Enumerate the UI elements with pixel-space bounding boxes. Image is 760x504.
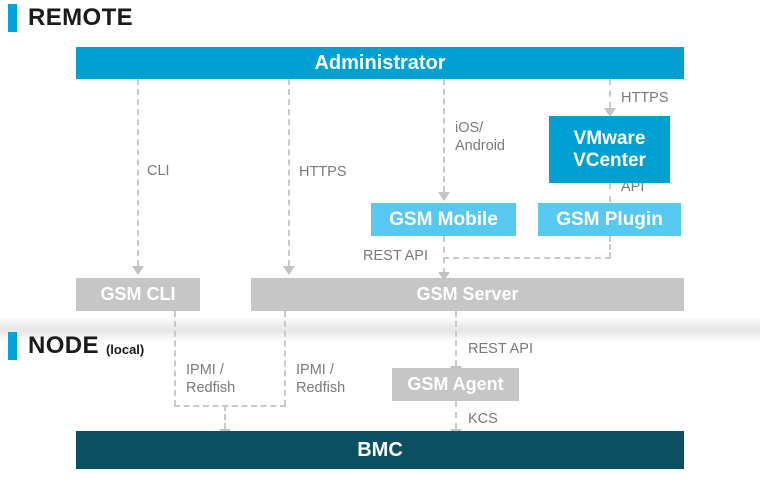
arrowhead-admin-to-gsm-server	[283, 266, 295, 275]
connector-ipmi-junction-horizontal	[174, 405, 286, 407]
arrowhead-admin-to-gsm-cli	[132, 266, 144, 275]
section-header-node: NODE (local)	[8, 332, 144, 360]
node-vmware-vcenter[interactable]: VMware VCenter	[549, 116, 670, 183]
node-gsm-cli[interactable]: GSM CLI	[76, 278, 200, 311]
connector-label-api: API	[621, 179, 645, 195]
section-subtitle-node-local: (local)	[105, 341, 145, 357]
connector-plugin-to-vcenter	[609, 183, 611, 202]
section-accent-bar	[8, 332, 17, 360]
connector-admin-to-vcenter	[609, 79, 611, 108]
connector-label-kcs: KCS	[468, 411, 498, 427]
connector-mobile-to-server	[443, 236, 445, 274]
connector-admin-to-gsm-mobile	[443, 79, 445, 192]
section-accent-bar	[8, 4, 17, 32]
section-title-remote: REMOTE	[28, 4, 134, 31]
section-header-remote: REMOTE	[8, 4, 133, 32]
node-gsm-plugin[interactable]: GSM Plugin	[538, 203, 681, 236]
connector-label-rest-api-server: REST API	[363, 248, 429, 264]
arrowhead-admin-to-vcenter	[604, 108, 616, 117]
connector-agent-to-bmc	[455, 401, 457, 429]
connector-admin-to-gsm-server	[288, 79, 290, 266]
connector-gsm-cli-down	[174, 311, 176, 406]
node-gsm-mobile[interactable]: GSM Mobile	[371, 203, 516, 236]
connector-server-to-agent	[455, 311, 457, 366]
section-title-node: NODE	[28, 332, 99, 359]
connector-label-ipmi-redfish-server: IPMI / Redfish	[296, 362, 346, 396]
arrowhead-rest-api-to-gsm-server	[438, 272, 450, 281]
arrowhead-admin-to-gsm-mobile	[438, 192, 450, 201]
connector-label-https-vcenter: HTTPS	[621, 90, 669, 106]
connector-admin-to-gsm-cli	[137, 79, 139, 266]
node-bmc[interactable]: BMC	[76, 431, 684, 469]
connector-label-https-server: HTTPS	[299, 164, 347, 180]
connector-plugin-to-server-horizontal	[443, 257, 611, 259]
node-gsm-server[interactable]: GSM Server	[251, 278, 684, 311]
node-administrator[interactable]: Administrator	[76, 47, 684, 79]
connector-label-rest-api-agent: REST API	[468, 341, 534, 357]
connector-label-cli: CLI	[147, 163, 170, 179]
connector-gsm-server-down-left	[284, 311, 286, 406]
section-divider-band	[0, 316, 760, 342]
connector-plugin-drop	[609, 236, 611, 258]
connector-ipmi-to-bmc	[224, 405, 226, 429]
connector-label-ipmi-redfish-cli: IPMI / Redfish	[186, 362, 236, 396]
connector-label-ios-android: iOS/ Android	[455, 120, 505, 154]
node-gsm-agent[interactable]: GSM Agent	[392, 368, 519, 401]
